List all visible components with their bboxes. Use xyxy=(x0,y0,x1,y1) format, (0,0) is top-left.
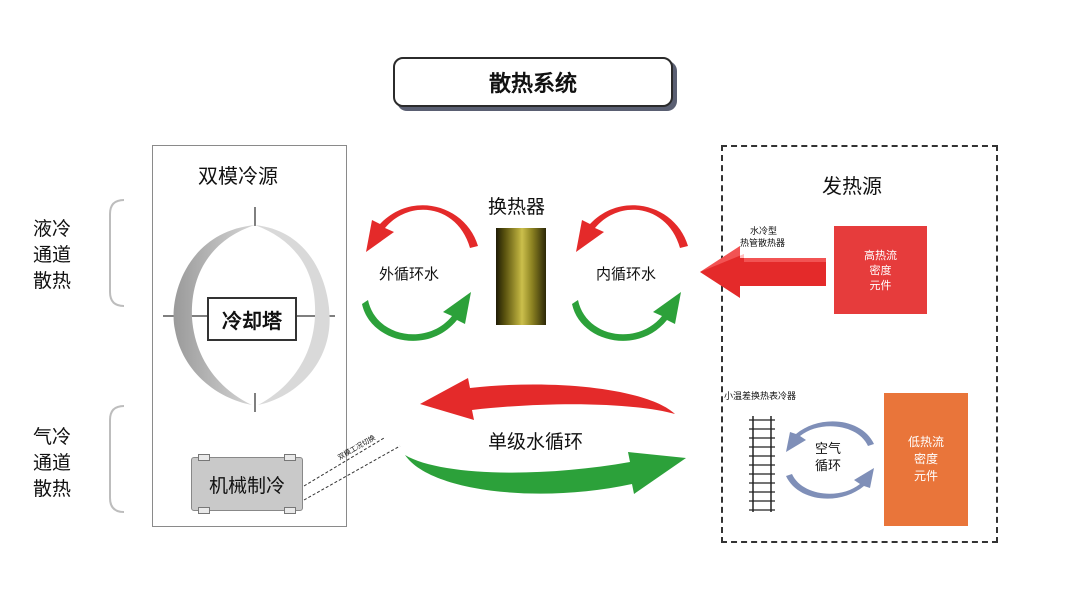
air-label-line-1: 气冷 xyxy=(32,426,71,448)
mode-switch-lines xyxy=(303,437,401,501)
dual-mode-heading: 双模冷源 xyxy=(198,164,278,188)
diagram-title: 散热系统 xyxy=(393,57,673,107)
chiller-label: 机械制冷 xyxy=(208,474,285,497)
liquid-cooling-label: 液冷 通道 散热 xyxy=(26,216,78,294)
air-loop-top-arrow xyxy=(786,421,874,452)
air-cooling-label: 气冷 通道 散热 xyxy=(26,424,78,502)
outer-loop-red-arrow xyxy=(366,205,478,252)
heat-source-heading: 发热源 xyxy=(822,174,882,198)
air-label-line-2: 通道 xyxy=(32,452,71,474)
heat-exchanger-label: 换热器 xyxy=(488,196,546,218)
chiller-foot xyxy=(198,454,210,461)
chiller-foot xyxy=(198,507,210,514)
mechanical-chiller: 机械制冷 xyxy=(191,454,303,514)
air-loop-line-1: 空气 xyxy=(815,442,842,457)
single-loop-label: 单级水循环 xyxy=(488,431,584,453)
air-loop-label: 空气 循环 xyxy=(815,441,841,475)
low-density-line-1: 低热流 xyxy=(907,435,944,449)
liquid-label-line-3: 散热 xyxy=(32,270,71,292)
high-density-element: 高热流 密度 元件 xyxy=(834,226,927,314)
low-density-element: 低热流 密度 元件 xyxy=(884,393,968,526)
water-cooled-line-2: 热管散热器 xyxy=(740,239,786,249)
inner-loop-red-arrow xyxy=(576,205,688,252)
single-loop-red-arrow xyxy=(420,378,675,420)
heat-transfer-arrow xyxy=(700,246,826,298)
inner-loop-label: 内循环水 xyxy=(596,265,657,283)
single-loop-green-arrow xyxy=(405,452,686,494)
high-density-line-3: 元件 xyxy=(869,278,892,292)
air-cooler-coil-icon xyxy=(749,416,775,512)
inner-loop-green-arrow xyxy=(572,292,681,341)
air-bracket xyxy=(109,405,125,513)
liquid-label-line-1: 液冷 xyxy=(32,218,71,240)
liquid-label-line-2: 通道 xyxy=(32,244,71,266)
liquid-bracket xyxy=(109,199,125,307)
water-cooled-line-1: 水冷型 xyxy=(750,227,778,237)
air-loop-line-2: 循环 xyxy=(815,459,842,474)
chiller-foot xyxy=(284,454,296,461)
air-loop-bottom-arrow xyxy=(786,468,874,499)
heat-exchanger-icon xyxy=(496,228,546,325)
low-density-line-3: 元件 xyxy=(913,469,938,483)
high-density-line-2: 密度 xyxy=(869,263,892,277)
air-label-line-3: 散热 xyxy=(32,478,71,500)
high-density-line-1: 高热流 xyxy=(864,248,897,262)
air-cooler-label: 小温差换热表冷器 xyxy=(724,392,797,402)
outer-loop-green-arrow xyxy=(362,292,471,341)
cooling-tower-label: 冷却塔 xyxy=(207,297,297,341)
chiller-foot xyxy=(284,507,296,514)
low-density-line-2: 密度 xyxy=(913,452,938,466)
outer-loop-label: 外循环水 xyxy=(379,265,440,283)
water-cooled-label: 水冷型 热管散热器 xyxy=(740,226,785,250)
